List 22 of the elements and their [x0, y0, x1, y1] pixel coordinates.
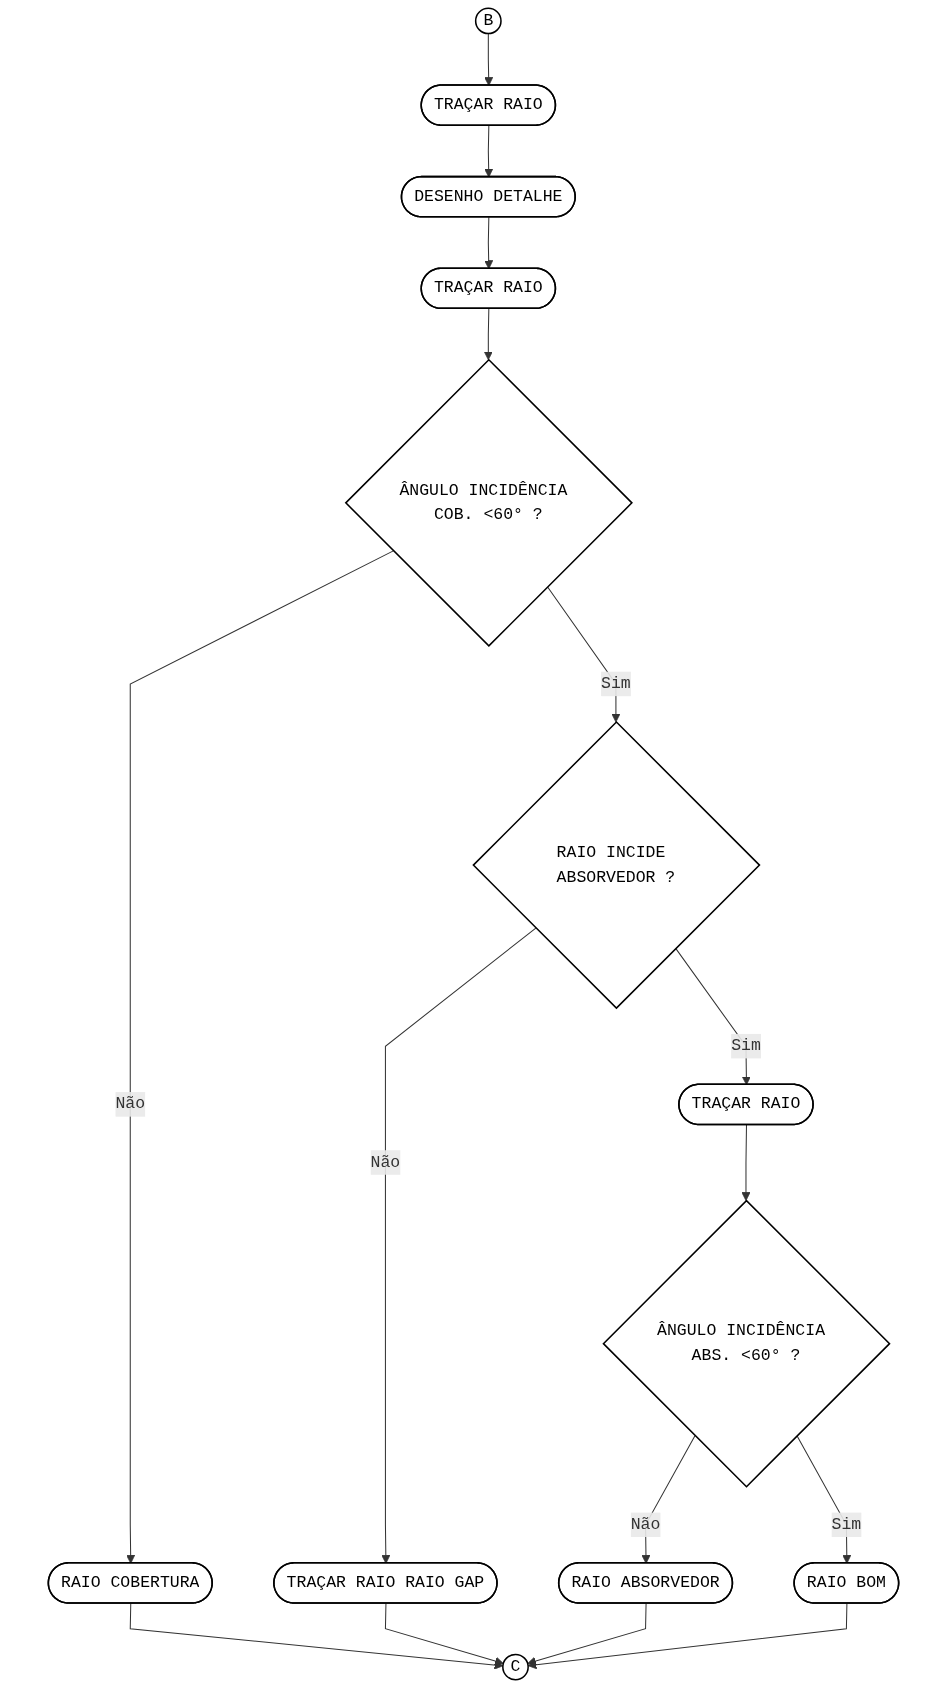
arrow — [483, 308, 493, 361]
arrow — [484, 216, 494, 270]
arrow — [384, 1603, 504, 1666]
node-diamond: ÂNGULO INCIDÊNCIA COB. <60° ? — [344, 358, 633, 647]
arrow — [126, 550, 394, 1564]
edge-label: Não — [630, 1515, 661, 1535]
arrow — [129, 1603, 504, 1670]
edge-label: Sim — [831, 1515, 862, 1535]
arrow — [484, 33, 494, 86]
arrow — [381, 927, 537, 1564]
node-circle: B — [474, 7, 502, 35]
edge-label: Não — [370, 1153, 401, 1172]
node-diamond: RAIO INCIDE ABSORVEDOR ? — [472, 720, 761, 1010]
edge-label: Não — [115, 1095, 146, 1114]
edge-label: Sim — [601, 674, 631, 694]
arrow — [484, 125, 494, 178]
arrow — [741, 1124, 751, 1201]
node-diamond: ÂNGULO INCIDÊNCIA ABS. <60° ? — [602, 1199, 891, 1488]
arrow — [527, 1603, 647, 1666]
arrow — [527, 1603, 848, 1670]
node-circle: C — [502, 1653, 529, 1681]
edge-label: Sim — [731, 1036, 761, 1056]
